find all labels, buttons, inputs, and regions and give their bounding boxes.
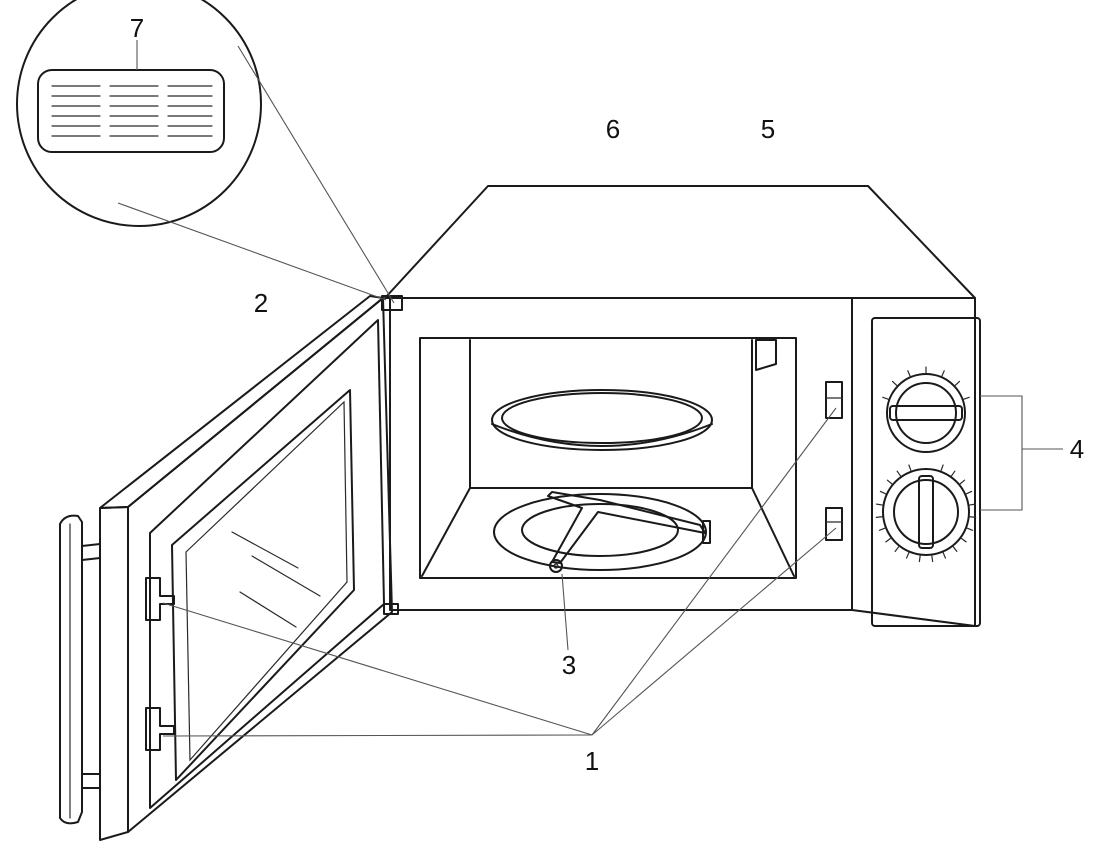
knob-tick <box>879 490 887 495</box>
callout-7: 7 <box>130 13 144 43</box>
callout-2: 2 <box>254 288 268 318</box>
door-hook-lower <box>145 707 175 751</box>
cooking-cavity <box>419 337 797 579</box>
door <box>99 295 403 841</box>
cavity-frame <box>389 297 853 611</box>
knob-tick <box>969 516 977 518</box>
knob-tick <box>968 503 976 506</box>
knob-tick <box>891 380 898 387</box>
knob-tick <box>941 370 945 377</box>
callout-labels: 1 2 3 4 5 6 7 <box>130 13 1084 776</box>
knob-tick <box>882 396 890 400</box>
knob-tick <box>940 464 944 472</box>
knob-tick <box>966 527 974 531</box>
knob-tick <box>905 551 910 559</box>
cabinet-latch-upper <box>825 381 843 419</box>
knob-tick <box>918 555 921 563</box>
knob-tick <box>954 380 961 387</box>
knob-tick <box>965 490 973 495</box>
knob-tick <box>908 464 912 472</box>
knob-tick <box>886 479 893 485</box>
knob-tick <box>931 555 934 563</box>
knob-tick <box>876 503 884 506</box>
control-panel <box>851 297 981 627</box>
leader-lines <box>136 40 837 737</box>
knob-tick <box>907 370 911 377</box>
rating-label-inset <box>16 0 395 304</box>
callout-6: 6 <box>606 114 620 144</box>
roller-ring <box>493 491 711 573</box>
knob-tick <box>896 470 902 477</box>
knob-bracket <box>980 395 1063 511</box>
cabinet-latch-lower <box>825 507 843 541</box>
callout-5: 5 <box>761 114 775 144</box>
glass-tray <box>491 389 713 451</box>
knob-tick <box>960 537 967 543</box>
knob-tick <box>875 516 883 518</box>
knob-tick <box>942 551 947 559</box>
knob-tick <box>878 527 886 531</box>
timer-knob <box>875 464 977 563</box>
knob-tick <box>885 537 892 543</box>
door-hook-upper <box>145 577 175 621</box>
callout-4: 4 <box>1070 434 1084 464</box>
cabinet-top <box>384 185 976 299</box>
callout-3: 3 <box>562 650 576 680</box>
power-knob <box>882 366 970 453</box>
knob-tick <box>952 546 958 552</box>
knob-tick <box>950 470 956 477</box>
waveguide-cover <box>755 339 777 371</box>
callout-1: 1 <box>585 746 599 776</box>
knob-tick <box>894 546 900 552</box>
knob-tick <box>962 396 970 400</box>
knob-tick <box>959 479 966 485</box>
door-handle <box>59 514 101 825</box>
